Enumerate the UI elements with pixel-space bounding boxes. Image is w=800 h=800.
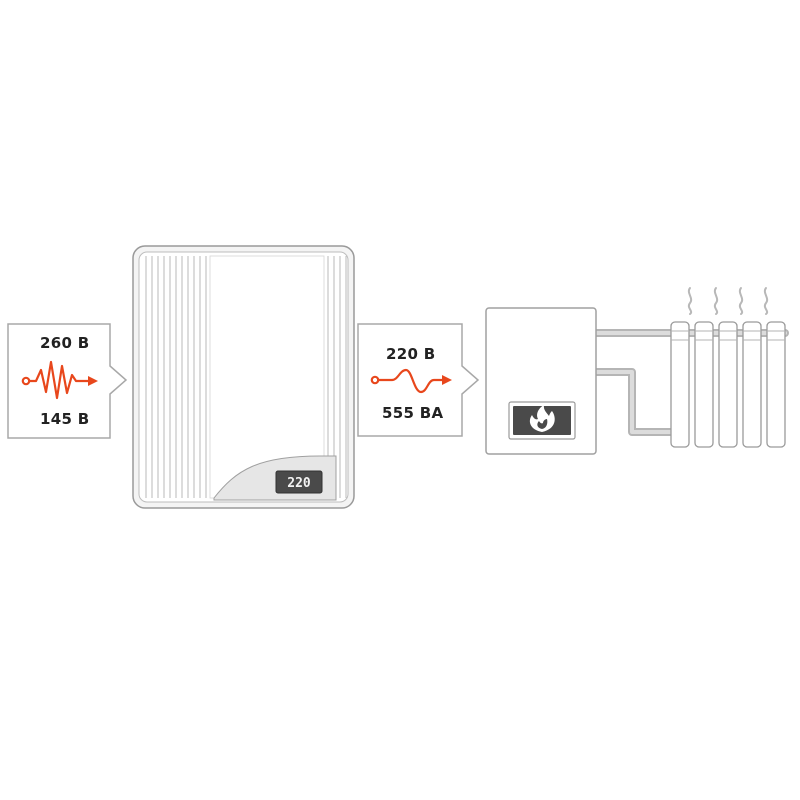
radiator-icon [670,321,786,448]
unstable-voltage-icon [21,360,98,400]
heat-waves-icon [687,287,769,315]
stabilizer-display: 220 [275,470,323,494]
stabilizer-left-fins [145,256,207,498]
voltage-stabilizer: 220 [132,245,355,509]
display-value: 220 [287,476,311,491]
output-voltage-callout [357,323,480,437]
flame-icon [529,405,555,432]
output-power: 555 ВА [382,404,444,422]
output-voltage: 220 В [386,345,436,363]
input-voltage-callout [7,323,128,439]
input-max-voltage: 260 В [40,334,90,352]
input-min-voltage: 145 В [40,410,90,428]
stable-sine-wave-icon [370,368,452,394]
boiler [485,307,597,455]
